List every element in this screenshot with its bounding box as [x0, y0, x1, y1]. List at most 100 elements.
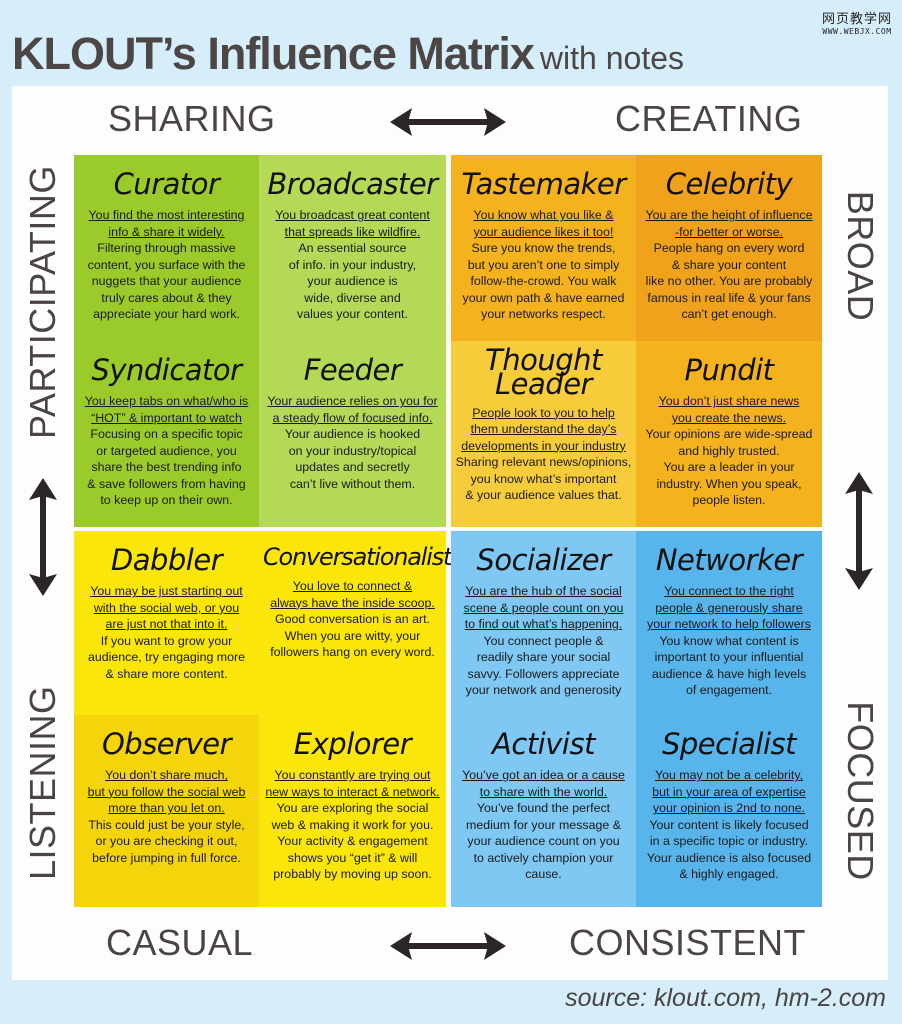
- cell-body-line: medium for your message &: [466, 817, 621, 832]
- source-credit: source: klout.com, hm-2.com: [565, 984, 886, 1012]
- cell-body-line: but you aren’t one to simply: [467, 257, 620, 272]
- cell-body-line: can’t get enough.: [681, 307, 777, 322]
- cell-body-line: updates and secretly: [295, 460, 410, 475]
- cell-lead-line: but in your area of expertise: [652, 784, 806, 799]
- cell-body-line: & your audience values that.: [465, 488, 622, 503]
- axis-label-casual: CASUAL: [106, 922, 254, 963]
- cell-body-line: You know what content is: [659, 633, 799, 648]
- cell-body-line: in a specific topic or industry.: [649, 834, 809, 849]
- axis-label-broad: BROAD: [840, 190, 881, 322]
- cell-lead-line: but you follow the social web: [87, 784, 246, 799]
- cell-title: Socializer: [476, 543, 611, 577]
- watermark-url: WWW.WEBJX.COM: [822, 27, 892, 36]
- cell-body-line: important to your influential: [654, 650, 804, 665]
- cell-lead-line: more than you let on.: [108, 801, 225, 816]
- cell-body-line: your network and generosity: [465, 683, 622, 698]
- cell-title: Observer: [101, 727, 232, 761]
- cell-lead-line: You may be just starting out: [90, 584, 243, 599]
- cell-lead-line: “HOT” & important to watch: [91, 410, 242, 425]
- cell-lead-line: You are the hub of the social: [465, 584, 622, 599]
- cell-body-line: readily share your social: [476, 650, 611, 665]
- cell-body-line: You connect people &: [483, 633, 604, 648]
- cell-lead-line: a steady flow of focused info.: [272, 410, 433, 425]
- cell-body-line: Your content is likely focused: [649, 817, 809, 832]
- cell-lead-line: new ways to interact & network.: [265, 784, 440, 799]
- title-subtitle: with notes: [539, 40, 684, 76]
- cell-title: Pundit: [684, 353, 774, 387]
- cell-body-line: & highly engaged.: [679, 867, 779, 882]
- cell-body-line: people listen.: [692, 493, 766, 508]
- cell-body-line: your networks respect.: [481, 307, 606, 322]
- cell-lead-line: You’ve got an idea or a cause: [462, 768, 625, 783]
- cell-body-line: industry. When you speak,: [656, 476, 802, 491]
- cell-body-line: to keep up on their own.: [100, 493, 233, 508]
- cell-body-line: savvy. Followers appreciate: [467, 666, 620, 681]
- cell-lead-line: You are the height of influence: [645, 208, 813, 223]
- cell-lead-line: that spreads like wildfire.: [284, 224, 421, 239]
- cell-lead-line: You find the most interesting: [88, 208, 245, 223]
- cell-title: Dabbler: [110, 543, 223, 577]
- cell-title: Broadcaster: [267, 167, 438, 201]
- cell-body-line: & share your content: [671, 257, 787, 272]
- cell-body-line: shows you “get it” & will: [287, 850, 418, 865]
- cell-lead-line: always have the inside scoop.: [270, 595, 435, 610]
- cell-body-line: You are a leader in your: [663, 460, 795, 475]
- cell-body-line: your audience is: [307, 274, 398, 289]
- cell-lead-line: your opinion is 2nd to none.: [652, 801, 806, 816]
- cell-lead-line: You constantly are trying out: [274, 768, 431, 783]
- cell-body-line: audience, try engaging more: [87, 650, 246, 665]
- cell-body-line: or you are checking it out,: [95, 834, 238, 849]
- cell-lead-line: to find out what’s happening.: [464, 617, 623, 632]
- watermark: 网页教学网 WWW.WEBJX.COM: [822, 8, 892, 36]
- cell-body-line: or targeted audience, you: [96, 443, 237, 458]
- cell-title: Curator: [113, 167, 220, 201]
- cell-body-line: & share more content.: [105, 666, 228, 681]
- cell-lead-line: are just not that into it.: [105, 617, 228, 632]
- cell-title: Conversationalist: [263, 543, 452, 571]
- cell-lead-line: You love to connect &: [292, 579, 413, 594]
- cell-body-line: This could just be your style,: [88, 817, 245, 832]
- cell-body-line: values your content.: [297, 307, 408, 322]
- cell-body-line: & save followers from having: [87, 476, 246, 491]
- cell-body-line: share the best trending info: [91, 460, 242, 475]
- cell-lead-line: scene & people count on you: [463, 600, 624, 615]
- title-main: KLOUT’s Influence Matrix: [12, 28, 535, 79]
- cell-body-line: nuggets that your audience: [91, 274, 242, 289]
- cell-body-line: of engagement.: [685, 683, 773, 698]
- cell-lead-line: your network to help followers: [647, 617, 811, 632]
- watermark-cn: 网页教学网: [821, 12, 892, 27]
- cell-body-line: you know what’s important: [470, 471, 617, 486]
- axis-label-sharing: SHARING: [108, 98, 276, 139]
- cell-body-line: followers hang on every word.: [270, 645, 435, 660]
- cell-lead-line: You don’t share much,: [105, 768, 228, 783]
- cell-body-line: An essential source: [298, 241, 407, 256]
- cell-body-line: People hang on every word: [653, 241, 805, 256]
- cell-body-line: You are exploring the social: [276, 801, 429, 816]
- cell-body-line: When you are witty, your: [284, 628, 421, 643]
- axis-label-focused: FOCUSED: [840, 701, 881, 881]
- cell-body-line: before jumping in full force.: [92, 850, 241, 865]
- cell-lead-line: to share with the world.: [479, 784, 608, 799]
- cell-body-line: If you want to grow your: [100, 633, 233, 648]
- cell-body-line: Your opinions are wide-spread: [645, 427, 813, 442]
- cell-body-line: Your audience is hooked: [284, 427, 421, 442]
- cell-lead-line: Your audience relies on you for: [267, 394, 438, 409]
- cell-lead-line: You don’t just share news: [658, 394, 800, 409]
- axis-label-listening: LISTENING: [22, 685, 63, 880]
- cell-body-line: audience & have high levels: [651, 666, 807, 681]
- cell-lead-line: -for better or worse.: [674, 224, 784, 239]
- cell-body-line: to actively champion your cause.: [473, 850, 614, 882]
- cell-lead-line: with the social web, or you: [93, 600, 240, 615]
